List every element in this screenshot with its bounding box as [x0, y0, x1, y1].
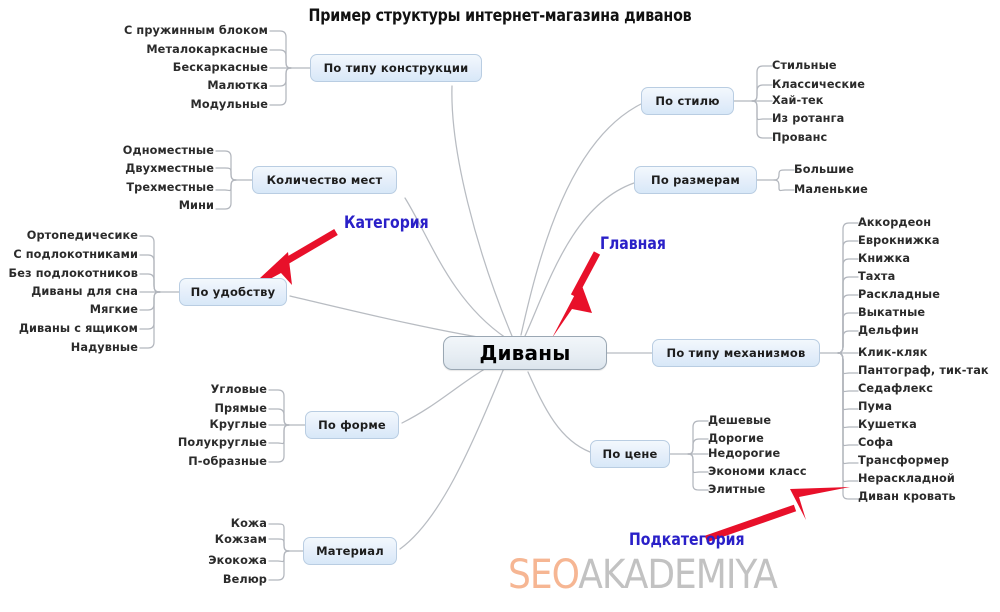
leaf-item[interactable]: Металокаркасные [146, 43, 268, 56]
watermark-seo-text: SEO [508, 552, 579, 598]
branch-label: По стилю [655, 94, 720, 108]
leaf-item[interactable]: Выкатные [858, 306, 926, 319]
branch-label: По форме [318, 418, 386, 432]
page-title: Пример структуры интернет-магазина диван… [308, 6, 692, 26]
leaf-item[interactable]: Круглые [209, 418, 267, 431]
leaf-item[interactable]: Из ротанга [772, 112, 845, 125]
leaf-item[interactable]: П-образные [188, 455, 267, 468]
center-node-label: Диваны [479, 341, 571, 365]
watermark-akademiya-text: AKADEMIYA [578, 552, 778, 598]
leaf-item[interactable]: Кушетка [858, 418, 917, 431]
leaf-item[interactable]: Книжка [858, 252, 911, 265]
leaf-item[interactable]: Без подлокотников [8, 267, 138, 280]
leaf-item[interactable]: Велюр [222, 573, 267, 586]
branch-label: По цене [602, 447, 658, 461]
branch-label: По удобству [190, 285, 276, 299]
leaf-item[interactable]: С подлокотниками [13, 248, 138, 261]
leaf-item[interactable]: Нераскладной [858, 472, 955, 485]
leaf-item[interactable]: Аккордеон [858, 216, 932, 229]
leaf-item[interactable]: Дельфин [858, 324, 919, 337]
leaf-item[interactable]: Пума [858, 400, 893, 413]
leaf-item[interactable]: Раскладные [858, 288, 940, 301]
leaf-item[interactable]: Диваны для сна [31, 285, 138, 298]
branch-label: Количество мест [266, 173, 383, 187]
leaf-item[interactable]: Надувные [70, 341, 138, 354]
leaf-item[interactable]: Дешевые [708, 414, 772, 427]
branch-label: По типу механизмов [666, 346, 806, 360]
branch-node-material[interactable]: Материал [303, 537, 397, 565]
branch-node-price[interactable]: По цене [590, 440, 670, 468]
leaf-item[interactable]: Мини [178, 199, 214, 212]
leaf-item[interactable]: Кожзам [214, 533, 267, 546]
leaf-item[interactable]: Трансформер [858, 454, 950, 467]
watermark-seoakademiya: SEOAKADEMIYA [508, 552, 778, 598]
leaf-item[interactable]: Элитные [708, 483, 766, 496]
annotation-category: Категория [344, 213, 429, 233]
leaf-item[interactable]: Прованс [772, 131, 828, 144]
branch-node-construction[interactable]: По типу конструкции [310, 54, 482, 82]
leaf-item[interactable]: Седафлекс [858, 382, 934, 395]
leaf-item[interactable]: Пантограф, тик-так [858, 364, 989, 377]
leaf-item[interactable]: Прямые [214, 402, 267, 415]
leaf-item[interactable]: Клик-кляк [858, 346, 928, 359]
leaf-item[interactable]: Мягкие [89, 303, 138, 316]
leaf-item[interactable]: Полукруглые [177, 436, 267, 449]
leaf-item[interactable]: Модульные [190, 98, 268, 111]
leaf-item[interactable]: Экономи класс [708, 465, 807, 478]
leaf-item[interactable]: Кожа [230, 517, 267, 530]
branch-label: По размерам [651, 173, 740, 187]
branch-node-seats[interactable]: Количество мест [252, 166, 397, 194]
leaf-item[interactable]: Одноместные [122, 144, 214, 157]
leaf-item[interactable]: Угловые [210, 383, 267, 396]
leaf-item[interactable]: Дорогие [708, 432, 764, 445]
leaf-item[interactable]: Стильные [772, 59, 837, 72]
leaf-item[interactable]: Тахта [858, 270, 896, 283]
branch-label: По типу конструкции [323, 61, 469, 75]
leaf-item[interactable]: Еврокнижка [858, 234, 940, 247]
leaf-item[interactable]: Двухместные [125, 162, 214, 175]
leaf-item[interactable]: Диван кровать [858, 490, 956, 503]
leaf-item[interactable]: Большие [794, 163, 855, 176]
center-node-divany[interactable]: Диваны [443, 336, 607, 370]
branch-node-style[interactable]: По стилю [641, 87, 734, 115]
branch-node-shape[interactable]: По форме [305, 411, 399, 439]
leaf-item[interactable]: Софа [858, 436, 894, 449]
leaf-item[interactable]: Экокожа [208, 554, 267, 567]
leaf-item[interactable]: Бескаркасные [172, 61, 268, 74]
branch-label: Материал [316, 544, 384, 558]
leaf-item[interactable]: Ортопедичесике [26, 229, 138, 242]
leaf-item[interactable]: Диваны с ящиком [18, 322, 138, 335]
leaf-item[interactable]: Трехместные [126, 181, 214, 194]
annotation-subcategory: Подкатегория [629, 530, 745, 550]
leaf-item[interactable]: Недорогие [708, 447, 781, 460]
annotation-main: Главная [600, 234, 666, 254]
leaf-item[interactable]: Классические [772, 78, 865, 91]
leaf-item[interactable]: С пружинным блоком [123, 24, 268, 37]
branch-node-mechanism[interactable]: По типу механизмов [652, 339, 820, 367]
leaf-item[interactable]: Малютка [207, 79, 268, 92]
leaf-item[interactable]: Хай-тек [772, 94, 824, 107]
branch-node-size[interactable]: По размерам [634, 166, 757, 194]
branch-node-comfort[interactable]: По удобству [179, 278, 287, 306]
leaf-item[interactable]: Маленькие [794, 183, 868, 196]
